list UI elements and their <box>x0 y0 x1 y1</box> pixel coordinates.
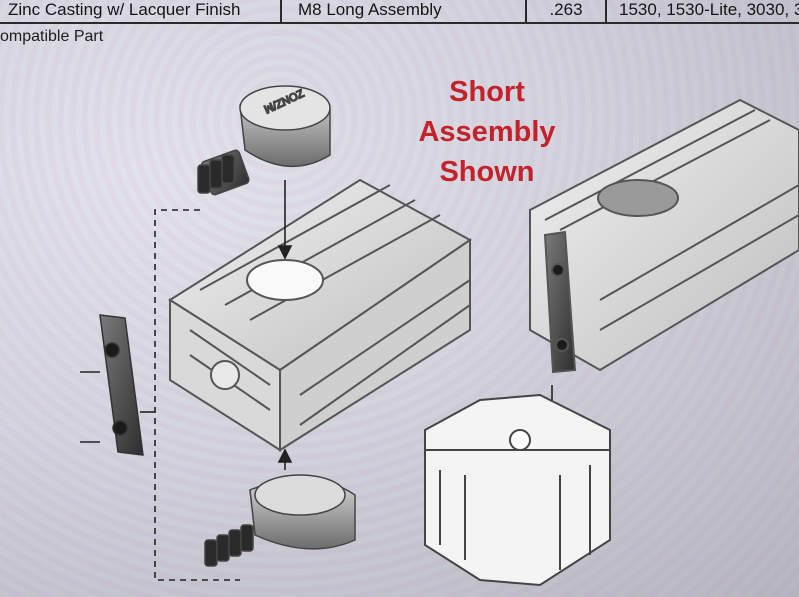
short-assembly-callout: Short Assembly Shown <box>402 72 572 192</box>
compatible-part-caption: ompatible Part <box>0 28 104 45</box>
profile-end-view <box>424 385 611 587</box>
material-cell: Zinc Casting w/ Lacquer Finish <box>0 0 282 22</box>
callout-line-1: Short <box>449 76 525 108</box>
compatible-cell: 1530, 1530-Lite, 3030, 3 <box>619 0 799 19</box>
spec-table-row: Zinc Casting w/ Lacquer Finish M8 Long A… <box>0 0 799 24</box>
left-extrusion <box>168 178 472 452</box>
assembly-guides <box>80 180 293 581</box>
bottom-fastener <box>204 474 356 567</box>
top-fastener: ꟽ/ZNOZ <box>197 85 331 196</box>
callout-line-3: Shown <box>439 156 535 188</box>
description-cell: M8 Long Assembly <box>282 0 527 22</box>
right-extrusion <box>529 98 799 374</box>
backing-plate <box>99 314 144 456</box>
weight-cell: .263 <box>527 0 607 22</box>
callout-line-2: Assembly <box>418 116 556 148</box>
